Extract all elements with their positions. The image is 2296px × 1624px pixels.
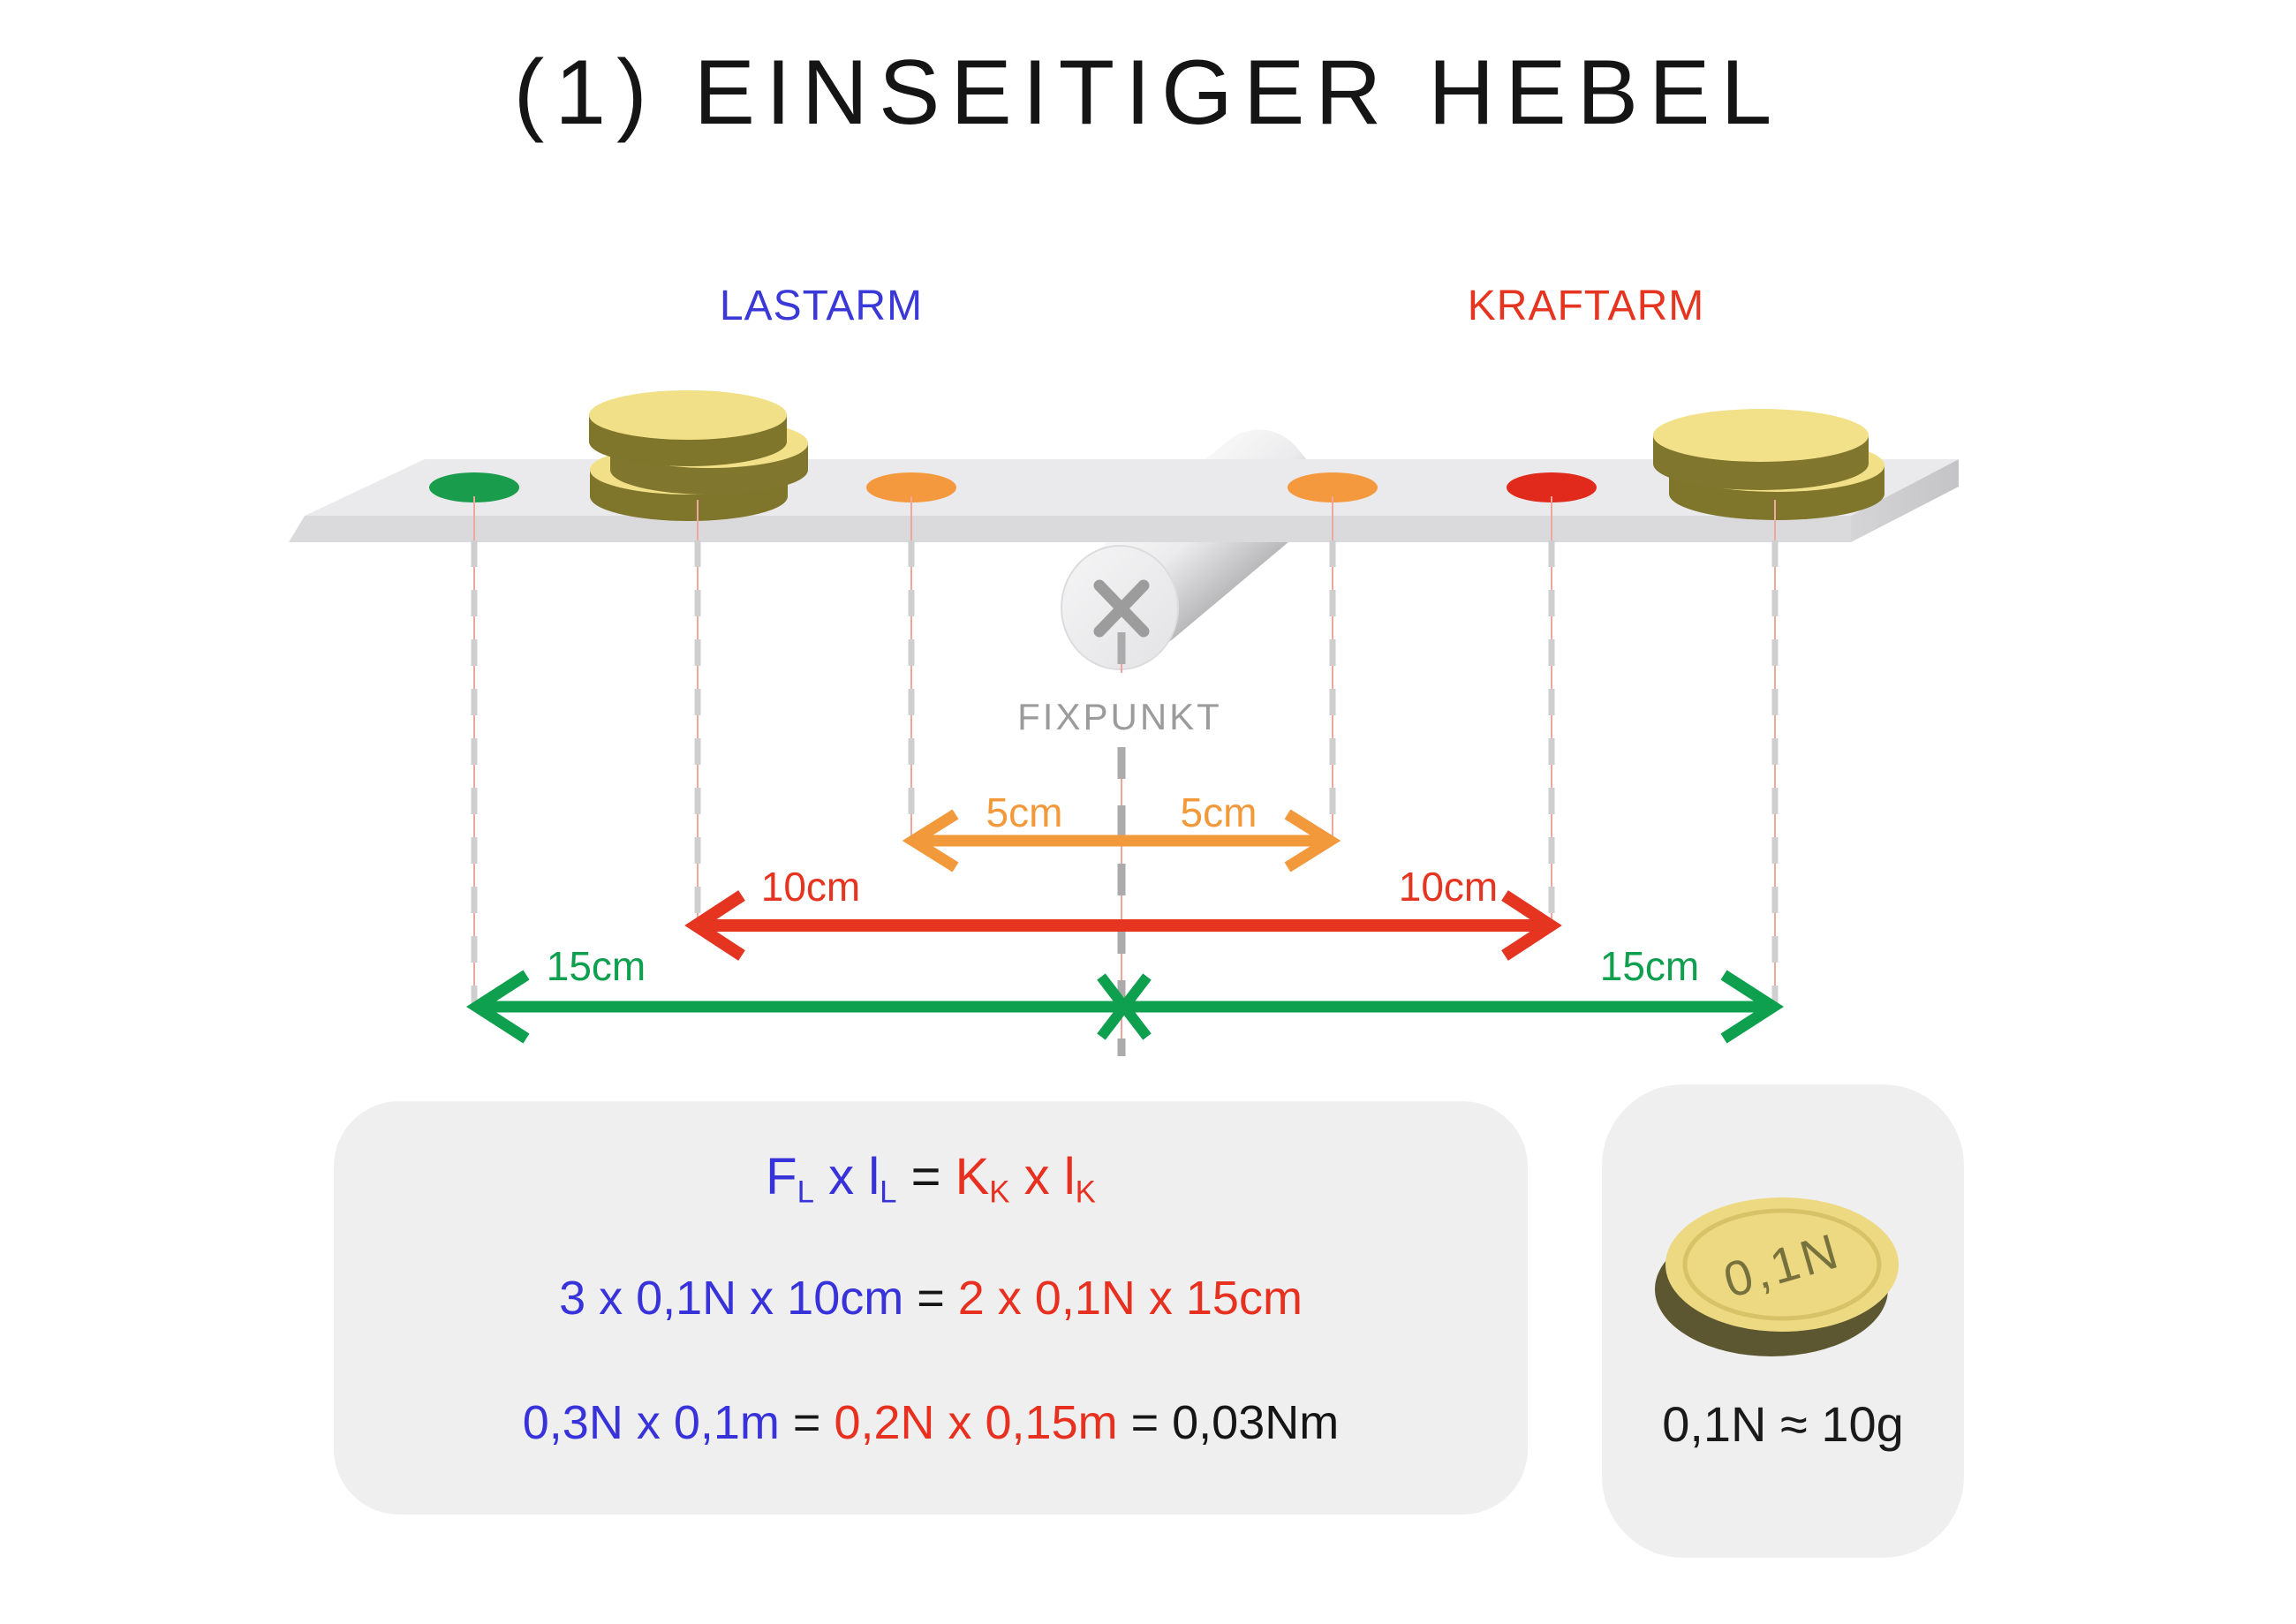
load-dot-green [429, 472, 519, 502]
arrow-green-x-icon [1097, 973, 1152, 1040]
pivot-x-icon [1093, 579, 1150, 638]
beam-right-side [1851, 459, 1959, 542]
formula-line-2: 3 x 0,1N x 10cm = 2 x 0,1N x 15cm [559, 1272, 1303, 1325]
force-dot-orange-right [1288, 472, 1378, 502]
coin-illustration: 0,1N [1655, 1197, 1899, 1356]
coin-stack-right [1653, 409, 1884, 520]
fixpunkt-label: FIXPUNKT [1017, 696, 1222, 737]
formula-box: FL x lL = KK x lK 3 x 0,1N x 10cm = 2 x … [334, 1101, 1528, 1514]
force-dot-red [1507, 472, 1597, 502]
load-dot-orange-left [866, 472, 956, 502]
measure-label-red-left: 10cm [761, 864, 860, 910]
beam-front-face [289, 516, 1851, 542]
arrow-red [684, 890, 1562, 961]
measure-label-green-left: 15cm [547, 943, 646, 989]
kraftarm-label: KRAFTARM [1468, 283, 1704, 329]
coin-face [1665, 1197, 1899, 1332]
measure-label-green-right: 15cm [1600, 943, 1699, 989]
coin-caption: 0,1N ≈ 10g [1662, 1396, 1904, 1452]
lastarm-label: LASTARM [720, 283, 923, 329]
coin [1653, 409, 1869, 490]
formula-line-3: 0,3N x 0,1m = 0,2N x 0,15m = 0,03Nm [522, 1396, 1340, 1449]
coin-ring [1682, 1208, 1882, 1321]
formula-line-1: FL x lL = KK x lK [766, 1148, 1096, 1210]
page-title: (1) EINSEITIGER HEBEL [513, 42, 1783, 144]
measure-label-red-right: 10cm [1399, 864, 1498, 910]
coin [589, 390, 787, 466]
coin-box: 0,1N 0,1N ≈ 10g [1602, 1084, 1964, 1558]
measure-label-orange-right: 5cm [1181, 789, 1258, 835]
coin-stack-left [589, 390, 808, 521]
measure-label-orange-left: 5cm [986, 789, 1063, 835]
arrow-orange [902, 809, 1341, 872]
arrow-green [465, 970, 1785, 1044]
